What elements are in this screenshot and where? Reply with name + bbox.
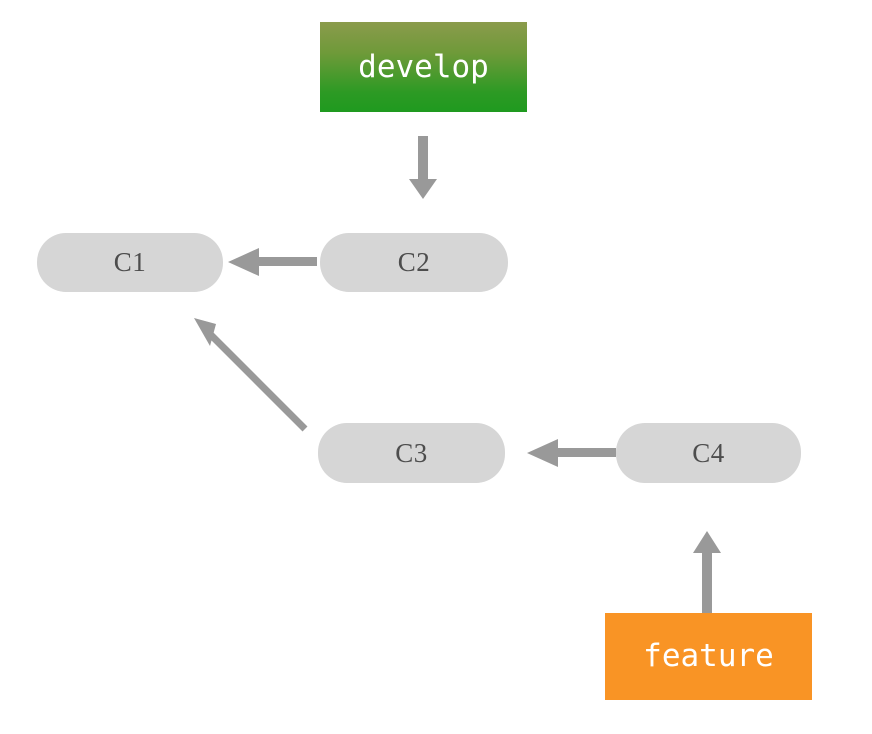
commit-node-c2[interactable]: C2 [320, 233, 508, 292]
commit-node-c4-label: C4 [692, 437, 725, 468]
commit-node-c1[interactable]: C1 [37, 233, 223, 292]
commit-node-c2-label: C2 [397, 247, 431, 277]
arrow-feature-to-c4 [693, 531, 721, 613]
branch-label-feature-text: feature [643, 638, 774, 674]
arrow-c3-to-c1 [194, 318, 308, 432]
commit-node-c3[interactable]: C3 [318, 423, 505, 483]
arrow-develop-to-c2 [409, 136, 437, 199]
commit-node-c1-label: C1 [113, 247, 147, 277]
arrow-c4-to-c3 [527, 439, 616, 467]
branch-label-develop[interactable]: develop [320, 22, 527, 112]
branch-label-feature[interactable]: feature [605, 613, 812, 700]
arrow-c2-to-c1 [228, 248, 317, 276]
commit-node-c4[interactable]: C4 [616, 423, 801, 483]
commit-node-c3-label: C3 [395, 437, 428, 468]
branch-label-develop-text: develop [358, 48, 489, 85]
